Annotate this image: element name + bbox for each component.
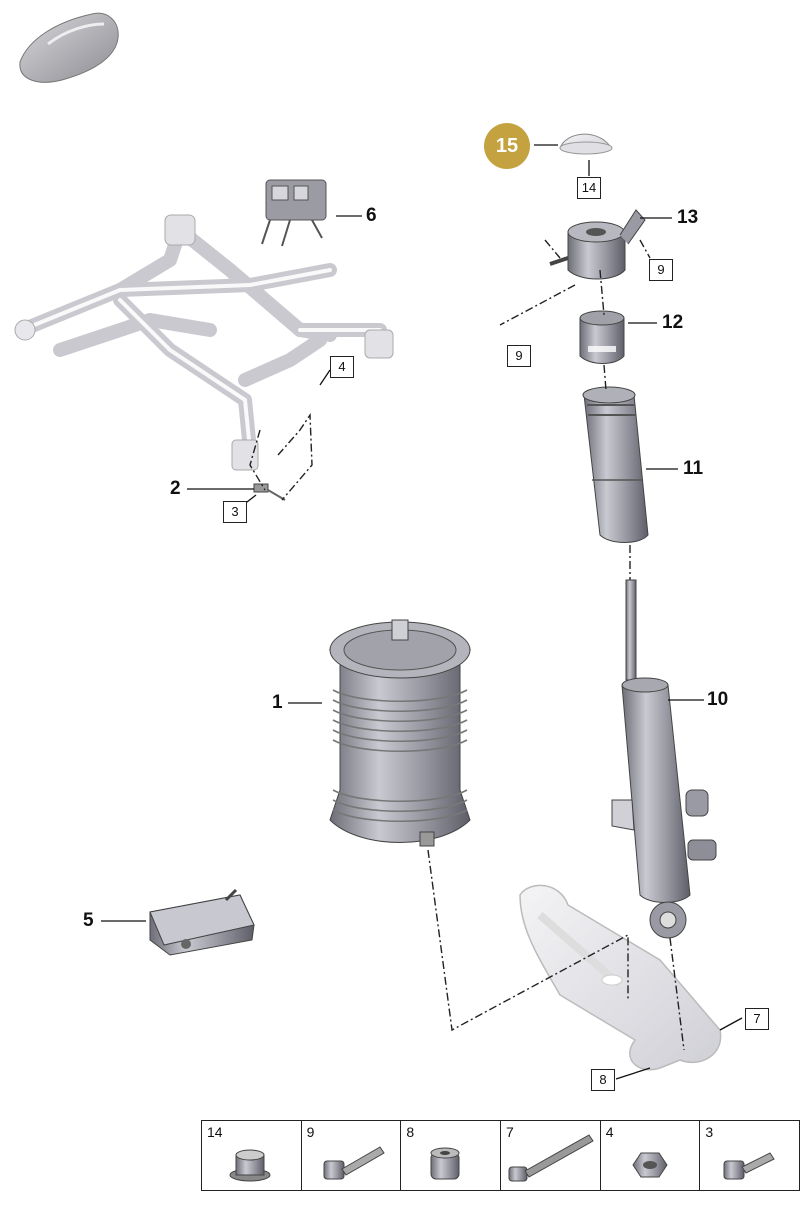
flange-nut-icon — [229, 1149, 271, 1182]
ref-box-4: 4 — [330, 356, 354, 378]
dust-boot-part — [582, 386, 649, 543]
ref-box-8: 8 — [591, 1069, 615, 1091]
rear-subframe — [15, 223, 387, 457]
collar-nut-icon — [430, 1147, 460, 1180]
leader-lines — [101, 144, 743, 1080]
control-module-part — [149, 888, 255, 956]
fastener-table: 14 9 8 7 4 3 — [201, 1120, 800, 1191]
sensor-bracket-part — [253, 483, 286, 501]
fastener-number: 9 — [306, 1124, 315, 1140]
highlight-badge: 15 — [484, 123, 530, 169]
fastener-cell: 9 — [302, 1121, 402, 1190]
callout-13: 13 — [677, 207, 699, 228]
air-spring-part — [328, 619, 472, 847]
fastener-cell: 8 — [401, 1121, 502, 1190]
fastener-number: 3 — [705, 1124, 714, 1140]
strut-mount-part — [549, 209, 646, 280]
assembly-lines — [249, 239, 685, 1051]
fastener-number: 14 — [207, 1124, 223, 1140]
fastener-cell: 14 — [202, 1121, 302, 1190]
long-bolt-icon — [508, 1134, 594, 1182]
shock-absorber-part — [611, 579, 717, 939]
fastener-cell: 3 — [700, 1121, 799, 1190]
cap-part — [559, 133, 613, 155]
callout-6: 6 — [366, 205, 377, 226]
fastener-number: 8 — [406, 1124, 415, 1140]
ref-box-14: 14 — [577, 177, 601, 199]
valve-block-part — [261, 179, 327, 247]
fastener-number: 7 — [506, 1124, 514, 1140]
flange-bolt-icon — [323, 1146, 385, 1180]
ref-box-3: 3 — [223, 501, 247, 523]
fastener-cell: 4 — [601, 1121, 701, 1190]
hex-nut-icon — [632, 1152, 668, 1178]
callout-11: 11 — [683, 458, 704, 479]
fastener-number: 4 — [605, 1124, 614, 1140]
vehicle-thumbnail-icon — [19, 12, 119, 83]
fastener-cell: 7 — [501, 1121, 601, 1190]
callout-10: 10 — [707, 689, 729, 710]
short-bolt-icon — [723, 1152, 776, 1180]
ref-box-9-lower: 9 — [507, 345, 531, 367]
ref-box-9-upper: 9 — [649, 259, 673, 281]
lower-control-arm-part — [519, 884, 722, 1071]
callout-2: 2 — [170, 478, 181, 499]
bump-stop-part — [579, 310, 625, 364]
ref-box-7: 7 — [745, 1008, 769, 1030]
callout-12: 12 — [662, 312, 684, 333]
callout-1: 1 — [272, 692, 283, 713]
callout-5: 5 — [83, 910, 94, 931]
